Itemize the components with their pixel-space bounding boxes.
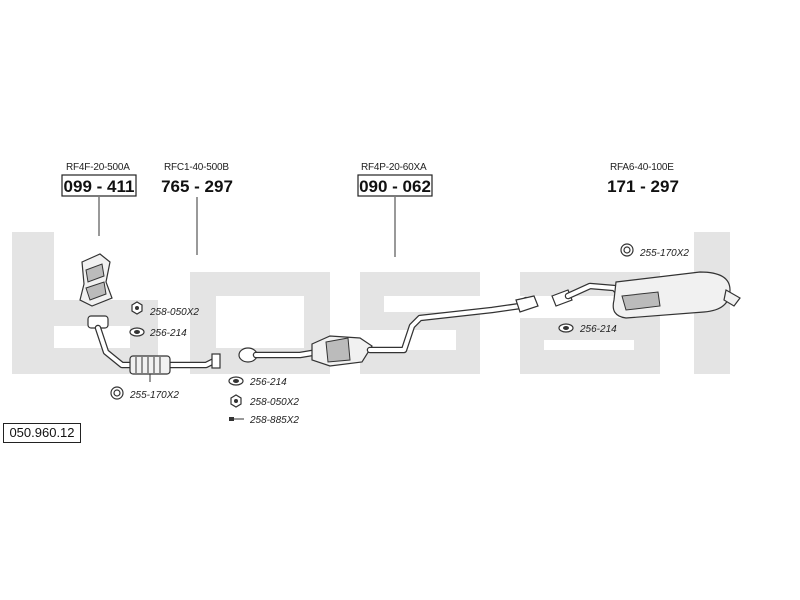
- gasket-hole: [233, 379, 239, 383]
- fitting-code[interactable]: 255-170X2: [639, 248, 689, 259]
- spring-inner: [113, 389, 121, 397]
- exhaust-manifold-part[interactable]: [79, 253, 113, 329]
- part-number-box: [61, 174, 137, 197]
- oem-code: RFC1-40-500B: [164, 162, 229, 173]
- part-number[interactable]: 099 - 411: [64, 177, 135, 196]
- catalyst-pipe-part[interactable]: [238, 295, 539, 367]
- fitting-code[interactable]: 256-214: [149, 328, 187, 339]
- part-number-box: [357, 174, 433, 197]
- rear-silencer-part[interactable]: [551, 271, 741, 319]
- fitting-code[interactable]: 258-050X2: [149, 307, 199, 318]
- oem-code: RFA6-40-100E: [610, 162, 674, 173]
- front-pipe-part[interactable]: [94, 324, 221, 382]
- part-number[interactable]: 171 - 297: [607, 177, 679, 196]
- reference-number: 050.960.12: [3, 423, 81, 443]
- part-number[interactable]: 765 - 297: [161, 177, 233, 196]
- fitting-code[interactable]: 258-050X2: [249, 397, 299, 408]
- oem-code: RF4F-20-500A: [66, 162, 130, 173]
- gasket-hole: [563, 326, 569, 330]
- fitting-code[interactable]: 258-885X2: [249, 415, 299, 426]
- fitting-code[interactable]: 256-214: [249, 377, 287, 388]
- oem-code: RF4P-20-60XA: [361, 162, 427, 173]
- fitting-code[interactable]: 255-170X2: [129, 390, 179, 401]
- fitting-code[interactable]: 256-214: [579, 324, 617, 335]
- nut-hole: [234, 399, 238, 403]
- gasket-hole: [134, 330, 140, 334]
- nut-hole: [135, 306, 139, 310]
- bolt-icon: [229, 417, 244, 421]
- part-number[interactable]: 090 - 062: [359, 177, 431, 196]
- spring-inner: [623, 246, 631, 254]
